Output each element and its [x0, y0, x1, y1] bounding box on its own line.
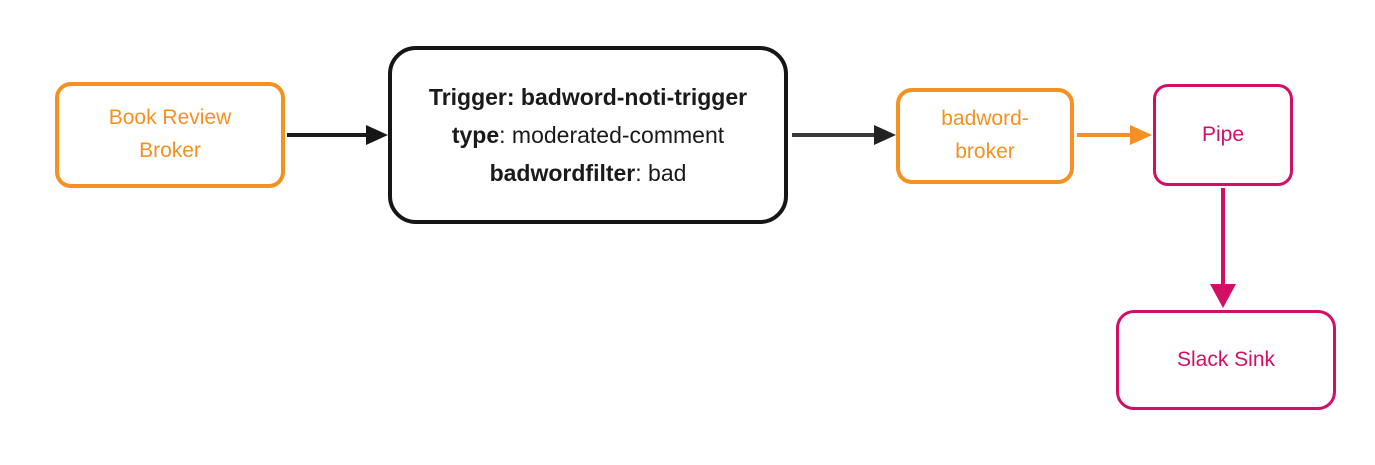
node-slack-sink: Slack Sink: [1116, 310, 1336, 410]
node-label: badword-broker: [941, 107, 1029, 163]
node-label: Book Review Broker: [108, 106, 232, 162]
arrow-shaft: [287, 133, 367, 137]
node-label: Pipe: [1201, 123, 1245, 147]
trigger-line-3: badwordfilter: bad: [489, 160, 687, 186]
node-pipe: Pipe: [1153, 84, 1293, 186]
arrow-shaft: [1221, 188, 1225, 286]
node-label: Slack Sink: [1176, 348, 1276, 372]
arrow-shaft: [1077, 133, 1131, 137]
arrowhead-right-icon: [874, 125, 896, 145]
node-book-review-broker: Book Review Broker: [55, 82, 285, 188]
node-trigger-card: Trigger: badword-noti-trigger type: mode…: [388, 46, 788, 224]
trigger-line-2: type: moderated-comment: [451, 122, 725, 148]
arrowhead-right-icon: [1130, 125, 1152, 145]
arrowhead-down-icon: [1210, 284, 1236, 308]
trigger-line-1: Trigger: badword-noti-trigger: [428, 84, 748, 110]
arrowhead-right-icon: [366, 125, 388, 145]
trigger-card-text: Trigger: badword-noti-trigger type: mode…: [429, 78, 747, 192]
node-badword-broker: badword-broker: [896, 88, 1074, 184]
arrow-shaft: [792, 133, 875, 137]
